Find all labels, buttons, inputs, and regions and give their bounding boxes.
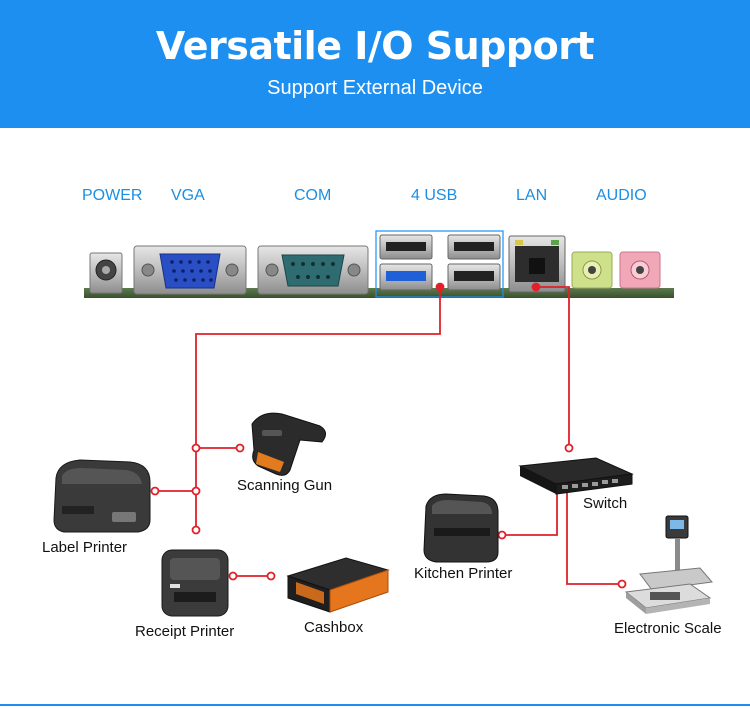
page-subtitle: Support External Device (267, 77, 483, 99)
device-label-scanning-gun: Scanning Gun (237, 477, 333, 494)
lan-port-icon (508, 235, 566, 293)
device-label-switch: Switch (583, 495, 628, 512)
audio-jacks-icon (571, 251, 661, 289)
line-electronic-scale (566, 489, 622, 585)
power-jack-icon (89, 252, 123, 294)
page-title: Versatile I/O Support (155, 24, 595, 68)
port-label-lan: LAN (516, 187, 548, 204)
lan-line (536, 286, 570, 448)
connector-dots (150, 282, 627, 589)
device-label-receipt-printer: Receipt Printer (135, 623, 235, 640)
switch-icon (518, 457, 634, 495)
usb-ports-icon (375, 230, 504, 298)
port-label-power: POWER (82, 187, 143, 204)
receipt-printer-icon (161, 549, 229, 617)
label-printer-icon (53, 459, 151, 533)
cashbox-icon (286, 557, 390, 613)
port-label-audio: AUDIO (596, 187, 647, 204)
device-label-cashbox: Cashbox (304, 619, 364, 636)
com-port-icon (257, 245, 369, 295)
electronic-scale-icon (624, 515, 713, 614)
line-kitchen-printer (502, 489, 558, 536)
port-label-vga: VGA (171, 187, 205, 204)
device-label-kitchen-printer: Kitchen Printer (414, 565, 513, 582)
device-label-electronic-scale: Electronic Scale (614, 620, 722, 637)
port-label-com: COM (294, 187, 332, 204)
kitchen-printer-icon (423, 493, 499, 563)
device-label-label-printer: Label Printer (42, 539, 128, 556)
port-label-usb: 4 USB (411, 187, 458, 204)
connector-lines (155, 286, 622, 585)
header-banner (0, 0, 750, 128)
scanning-gun-icon (251, 412, 326, 476)
vga-port-icon (133, 245, 247, 295)
bottom-rule (0, 704, 750, 706)
usb-trunk-line (195, 287, 441, 530)
board-strip (84, 288, 674, 298)
